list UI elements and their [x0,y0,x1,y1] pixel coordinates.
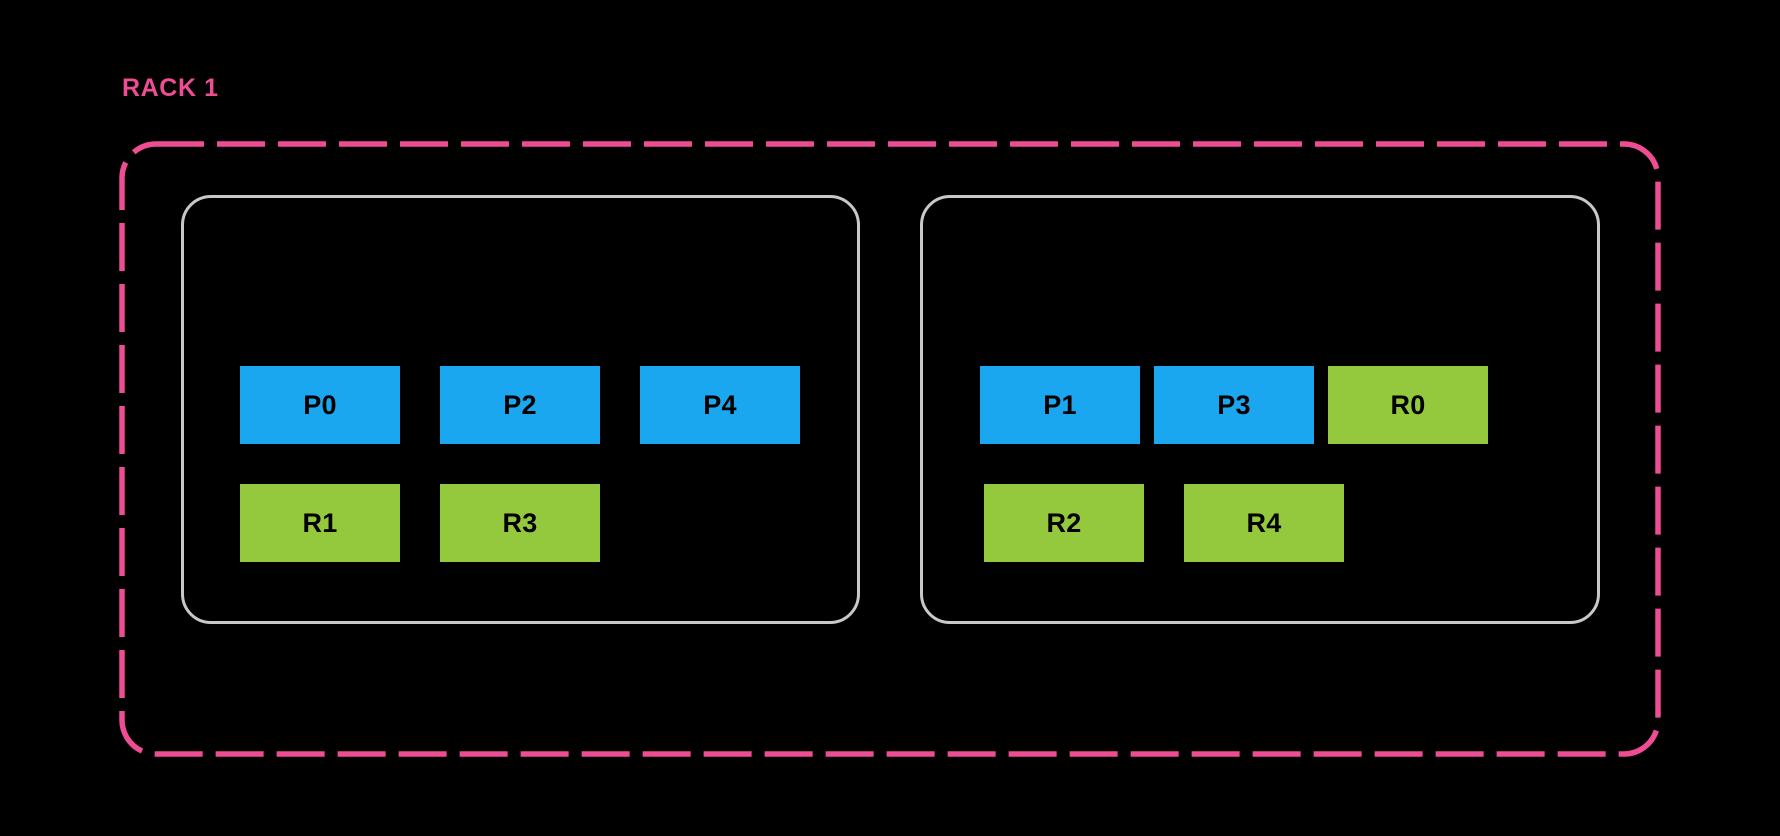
node-box-2[interactable]: P1 P3 R0 R2 R4 [920,195,1600,624]
block-p3[interactable]: P3 [1154,366,1314,444]
rack-boundary [119,141,1661,757]
block-r0[interactable]: R0 [1328,366,1488,444]
block-p0[interactable]: P0 [240,366,400,444]
rack-label: RACK 1 [122,74,219,102]
block-r3[interactable]: R3 [440,484,600,562]
block-p4[interactable]: P4 [640,366,800,444]
block-r2[interactable]: R2 [984,484,1144,562]
rack-boundary-rect [119,141,1661,757]
rack-boundary-svg [119,141,1661,757]
block-p2[interactable]: P2 [440,366,600,444]
node-box-1[interactable]: P0 P2 P4 R1 R3 [181,195,860,624]
block-r1[interactable]: R1 [240,484,400,562]
block-r4[interactable]: R4 [1184,484,1344,562]
block-p1[interactable]: P1 [980,366,1140,444]
